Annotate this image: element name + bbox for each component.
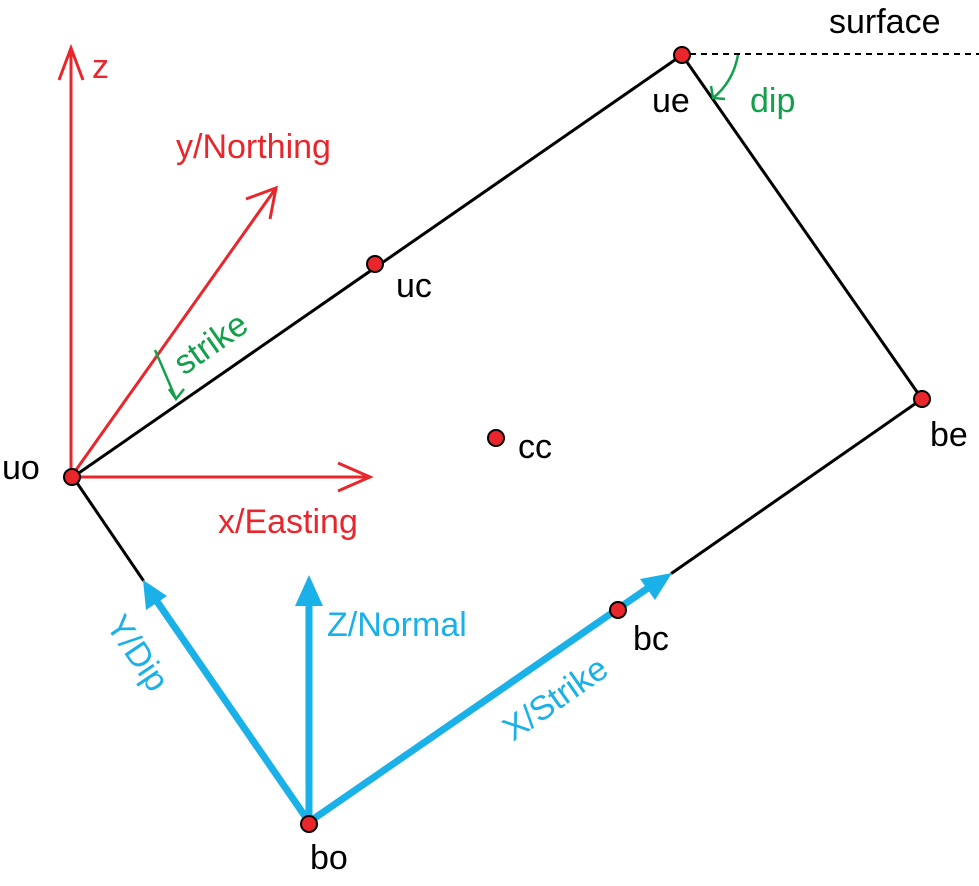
strike-arc-head [167,388,185,402]
x-axis-label: x/Easting [218,503,358,541]
point-be [913,390,931,408]
y-axis-label: y/Northing [176,128,331,166]
be-label: be [930,416,968,454]
point-cc [487,429,505,447]
point-ue [673,46,691,64]
uo-label: uo [2,449,40,487]
x-arrow-head [337,461,374,493]
lower-edge-right [670,397,924,575]
Z-axis-label: Z/Normal [327,606,467,644]
points [63,46,931,833]
Y-dip-shaft [153,598,312,824]
bo-label: bo [310,839,348,877]
dip-arc [712,54,740,99]
left-edge [71,475,145,582]
surface-label: surface [829,3,941,41]
y-axis-arrow [69,187,278,478]
dip-label: dip [750,82,795,120]
z-arrow-head [57,43,85,81]
strike-label: strike [167,305,255,383]
bc-label: bc [633,620,669,658]
right-edge [680,53,924,401]
y-arrow-head [245,185,278,220]
global-axes [57,43,374,493]
ue-label: ue [652,82,690,120]
Y-arrow-head [143,580,167,610]
Z-arrow-head [295,575,323,606]
local-axes [143,573,672,825]
point-bc [609,601,627,619]
z-axis-label: z [92,48,109,86]
point-uo [63,468,81,486]
angle-arcs [153,54,740,402]
point-uc [366,255,384,273]
uc-label: uc [396,267,432,305]
cc-label: cc [518,428,552,466]
X-strike-shaft [307,585,650,825]
dip-arc-head [709,85,726,101]
X-axis-label: X/Strike [496,649,615,748]
point-bo [300,815,318,833]
Y-axis-label: Y/Dip [98,608,176,698]
X-arrow-head [640,573,672,600]
